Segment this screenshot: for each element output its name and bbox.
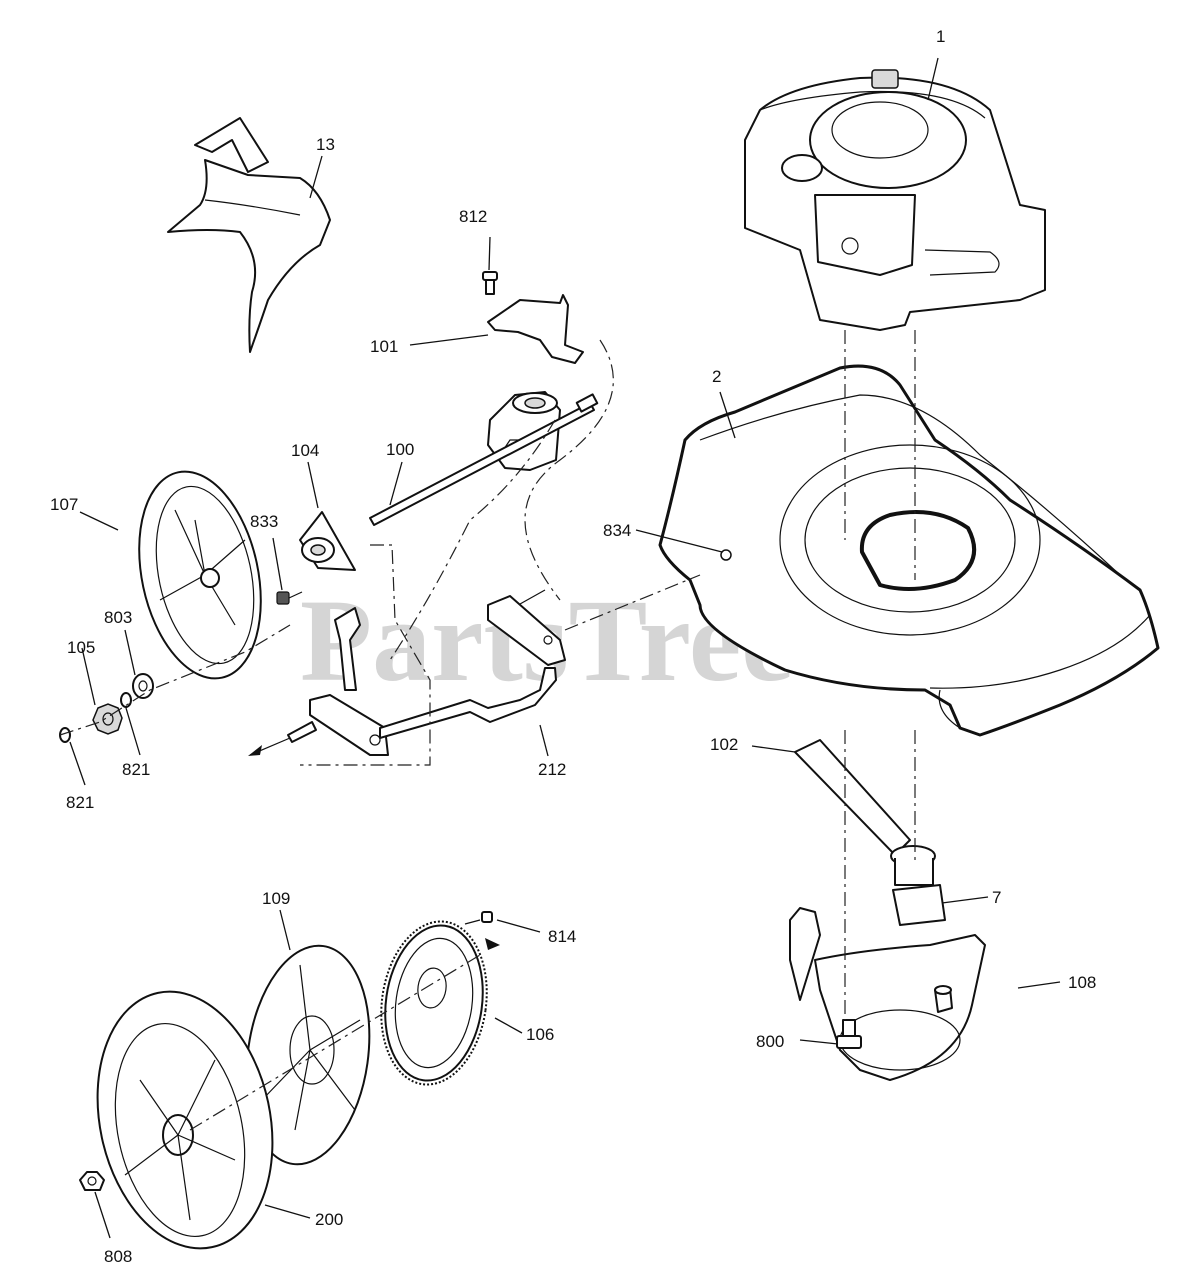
callout-105[interactable]: 105	[67, 638, 95, 657]
callout-200[interactable]: 200	[315, 1210, 343, 1229]
callout-812[interactable]: 812	[459, 207, 487, 226]
hub-cap-part[interactable]	[233, 938, 382, 1173]
transmission-bracket-part[interactable]	[487, 294, 584, 364]
callout-107[interactable]: 107	[50, 495, 78, 514]
pinion-gear-part[interactable]	[92, 703, 123, 735]
leader-lines	[69, 57, 1061, 1239]
screw-833-part[interactable]	[276, 591, 303, 605]
callout-833[interactable]: 833	[250, 512, 278, 531]
callout-814[interactable]: 814	[548, 927, 576, 946]
callout-104[interactable]: 104	[291, 441, 319, 460]
bolt-800-part[interactable]	[836, 1019, 862, 1049]
clip-821-upper-part[interactable]	[120, 692, 132, 708]
washer-803-part[interactable]	[132, 673, 154, 699]
height-adjuster-part[interactable]	[287, 589, 566, 756]
callout-100[interactable]: 100	[386, 440, 414, 459]
callout-13[interactable]: 13	[316, 135, 335, 154]
bearing-flange-part[interactable]	[299, 511, 356, 571]
nut-808-part[interactable]	[79, 1171, 105, 1191]
callout-808[interactable]: 808	[104, 1247, 132, 1266]
drive-belt-part[interactable]	[794, 739, 911, 856]
wheel-gear-part[interactable]	[371, 915, 497, 1092]
callout-803[interactable]: 803	[104, 608, 132, 627]
callout-821-upper[interactable]: 821	[122, 760, 150, 779]
callout-2[interactable]: 2	[712, 367, 721, 386]
callout-1[interactable]: 1	[936, 27, 945, 46]
blade-adapter-part[interactable]	[789, 907, 986, 1081]
screw-812-part[interactable]	[482, 271, 498, 295]
wheel-cover-rear-part[interactable]	[121, 460, 278, 690]
callout-7[interactable]: 7	[992, 888, 1001, 907]
transmission-part[interactable]	[487, 391, 561, 471]
wheel-part[interactable]	[75, 975, 295, 1265]
callout-102[interactable]: 102	[710, 735, 738, 754]
callout-106[interactable]: 106	[526, 1025, 554, 1044]
callout-834[interactable]: 834	[603, 521, 631, 540]
assembly-lines	[59, 330, 916, 1131]
callout-212[interactable]: 212	[538, 760, 566, 779]
callout-821-lower[interactable]: 821	[66, 793, 94, 812]
adapter-7-part[interactable]	[890, 845, 946, 926]
callout-108[interactable]: 108	[1068, 973, 1096, 992]
deck-part[interactable]	[658, 364, 1160, 737]
callout-labels: 1 2 7 13 100 101 102 104 105 106 107 108…	[50, 27, 1096, 1266]
callout-101[interactable]: 101	[370, 337, 398, 356]
engine-part[interactable]	[744, 69, 1046, 331]
callout-109[interactable]: 109	[262, 889, 290, 908]
grass-bag-handle-part[interactable]	[167, 117, 331, 353]
screw-814-part[interactable]	[464, 911, 493, 925]
drive-shaft-part[interactable]	[369, 393, 599, 526]
callout-800[interactable]: 800	[756, 1032, 784, 1051]
